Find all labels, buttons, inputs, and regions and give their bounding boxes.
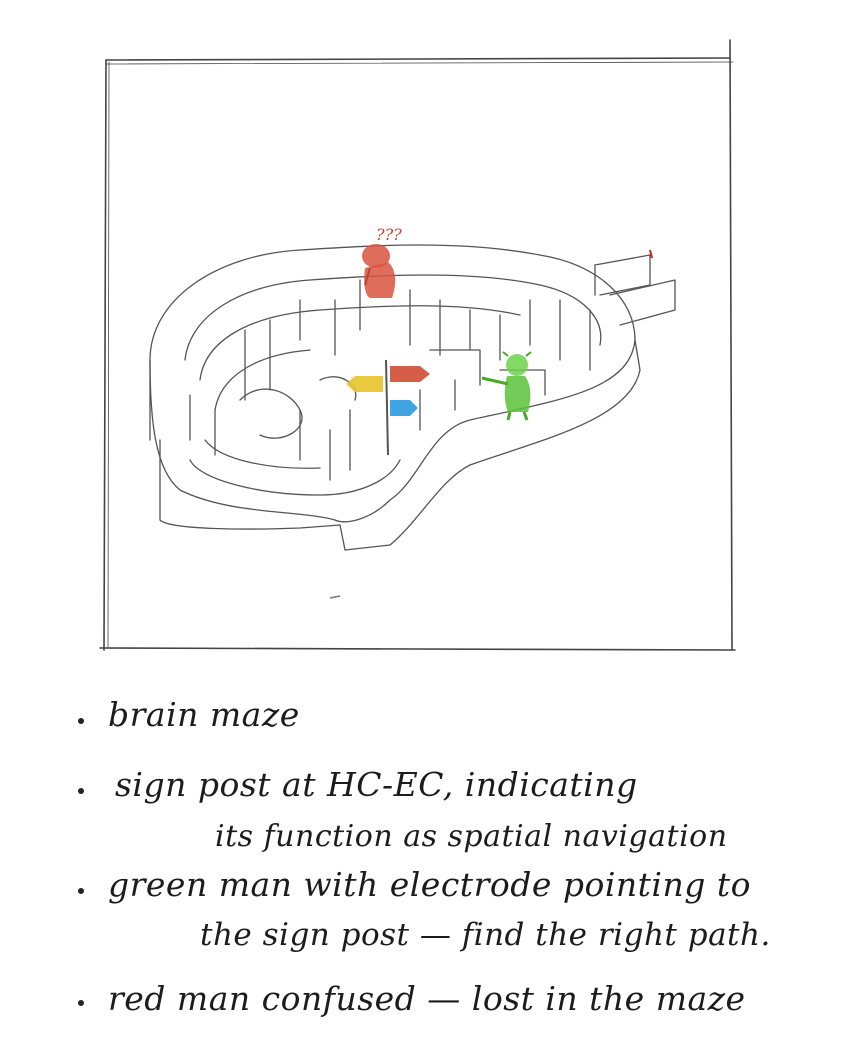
note-green-man: green man with electrode pointing to bbox=[108, 865, 751, 904]
red-man: ??? bbox=[362, 225, 402, 299]
note-red-man: red man confused — lost in the maze bbox=[108, 979, 746, 1018]
flag-icon bbox=[649, 249, 653, 259]
bullet bbox=[78, 718, 84, 724]
sign-post bbox=[346, 359, 430, 456]
note-green-man-cont: the sign post — find the right path. bbox=[200, 917, 771, 953]
note-sign-post: sign post at HC-EC, indicating bbox=[115, 765, 638, 804]
maze-sketch: ??? bbox=[99, 39, 736, 651]
brain-maze bbox=[149, 244, 676, 551]
bullet bbox=[78, 888, 84, 894]
note-sign-post-cont: its function as spatial navigation bbox=[215, 819, 728, 854]
green-man bbox=[481, 351, 532, 421]
bullet bbox=[78, 1000, 84, 1006]
question-marks: ??? bbox=[376, 225, 402, 244]
bullet bbox=[78, 788, 84, 794]
note-brain-maze: brain maze bbox=[108, 695, 300, 734]
sketch-frame bbox=[99, 39, 736, 651]
